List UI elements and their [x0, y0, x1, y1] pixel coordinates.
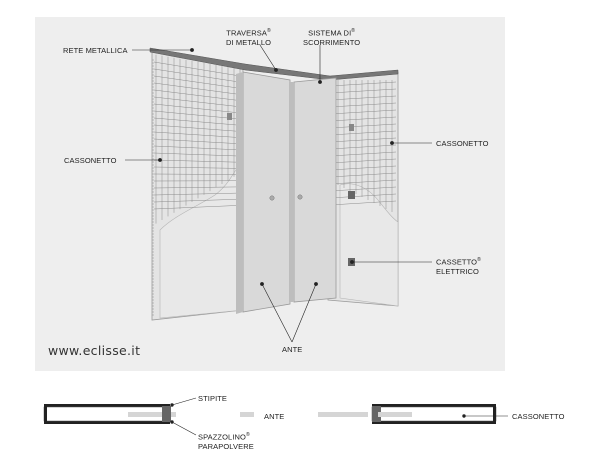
label-cassetto-line2: ELETTRICO: [436, 267, 479, 276]
label-sistema-sup: ®: [351, 28, 355, 34]
label-traversa-sup: ®: [267, 28, 271, 34]
section-label-cassonetto: CASSONETTO: [512, 412, 565, 421]
section-ante-center: [240, 412, 254, 417]
website-url: www.eclisse.it: [48, 343, 140, 358]
label-cassetto-sup: ®: [477, 257, 481, 263]
section-label-spazzolino-line2: PARAPOLVERE: [198, 442, 254, 451]
label-traversa-line1: TRAVERSA: [226, 29, 267, 38]
label-cassetto-elettrico: CASSETTO® ELETTRICO: [436, 256, 481, 276]
label-traversa-line2: DI METALLO: [226, 38, 271, 47]
small-box-right: [349, 124, 354, 131]
label-cassetto-line1: CASSETTO: [436, 258, 477, 267]
label-sistema-line1: SISTEMA DI: [308, 29, 351, 38]
section-label-spazzolino-line1: SPAZZOLINO: [198, 433, 246, 442]
left-cassonetto: [152, 52, 243, 320]
label-cassonetto-right: CASSONETTO: [436, 139, 489, 148]
section-ante-right: [318, 412, 368, 417]
right-door: [289, 78, 336, 302]
section-label-ante: ANTE: [264, 412, 284, 421]
left-door-handle: [270, 196, 274, 200]
section-label-stipite: STIPITE: [198, 394, 227, 403]
label-ante: ANTE: [282, 345, 302, 354]
right-door-handle: [298, 195, 302, 199]
cassetto-elettrico-upper: [348, 191, 355, 199]
left-door: [236, 72, 290, 314]
label-cassonetto-left: CASSONETTO: [64, 156, 117, 165]
label-rete-metallica: RETE METALLICA: [63, 46, 128, 55]
label-sistema-scorrimento: SISTEMA DI® SCORRIMENTO: [303, 27, 360, 47]
section-label-spazzolino-sup: ®: [246, 432, 250, 438]
section-label-spazzolino: SPAZZOLINO® PARAPOLVERE: [198, 431, 254, 451]
label-traversa-metallo: TRAVERSA® DI METALLO: [226, 27, 271, 47]
small-box-left: [227, 113, 232, 120]
label-sistema-line2: SCORRIMENTO: [303, 38, 360, 47]
